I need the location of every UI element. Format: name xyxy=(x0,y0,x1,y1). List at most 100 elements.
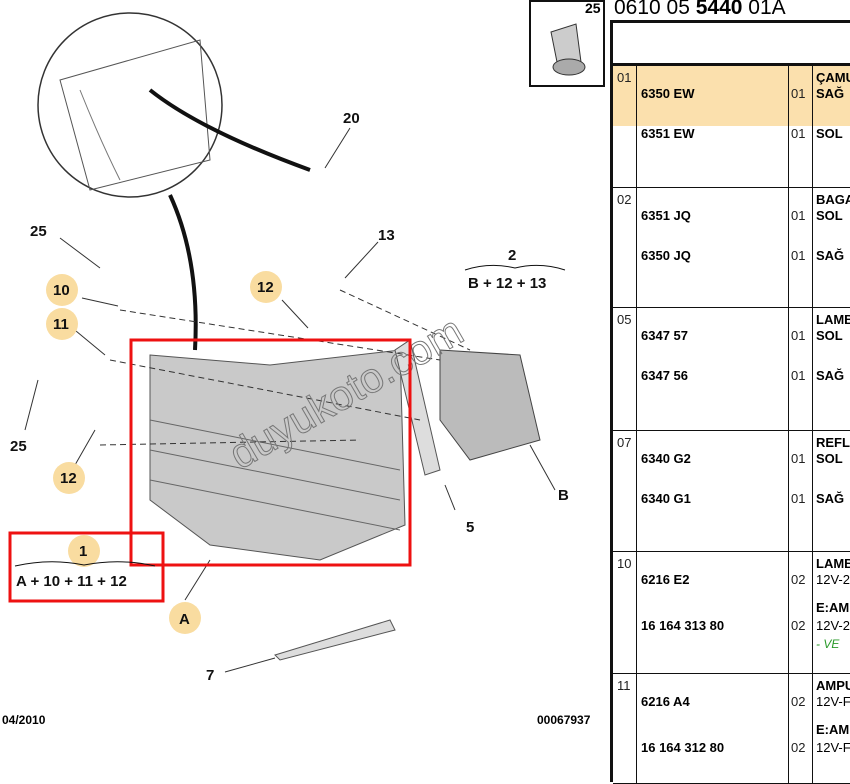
part-line[interactable]: 6216 E2 02 12V-2 xyxy=(613,572,850,592)
exploded-parts-diagram: duyukoto.com 20 25 13 2 B + 12 + 13 10 1… xyxy=(2,12,591,727)
part-line[interactable]: 6347 57 01 SOL xyxy=(613,328,850,348)
part-description: SOL xyxy=(816,208,843,223)
part-line[interactable]: 16 164 312 80 02 12V-F xyxy=(613,740,850,760)
callout-B: B xyxy=(558,487,569,504)
part-reference: 16 164 313 80 xyxy=(641,618,725,633)
quantity: 01 xyxy=(791,368,806,383)
quantity: 01 xyxy=(791,126,806,141)
part-line[interactable]: 6351 JQ 01 SOL xyxy=(613,208,850,228)
callout-1: 1 xyxy=(79,543,87,560)
part-line[interactable]: 6340 G2 01 SOL xyxy=(613,451,850,471)
part-description: SAĞ xyxy=(816,248,845,263)
part-reference: 6347 56 xyxy=(641,368,688,383)
part-reference: 6216 E2 xyxy=(641,572,690,587)
part-reference: 6351 EW xyxy=(641,126,695,141)
group-number: 11 xyxy=(617,678,631,693)
formula-1: A + 10 + 11 + 12 xyxy=(16,573,127,590)
inset-callout: 25 xyxy=(585,0,601,16)
formula-2: B + 12 + 13 xyxy=(468,275,546,292)
group-number: 02 xyxy=(617,192,632,207)
part-line[interactable]: 6340 G1 01 SAĞ xyxy=(613,491,850,511)
group-description: AMPU xyxy=(816,678,850,693)
line-prefix: E:AM xyxy=(816,722,850,737)
quantity: 01 xyxy=(791,208,806,223)
part-line[interactable]: 6216 A4 02 12V-F xyxy=(613,694,850,714)
quantity: 01 xyxy=(791,491,806,506)
group-number: 07 xyxy=(617,435,632,450)
part-line[interactable]: 6350 EW 01 SAĞ xyxy=(613,86,850,106)
callout-7: 7 xyxy=(206,667,214,684)
clip-icon xyxy=(550,23,586,76)
part-description: 12V-2 xyxy=(816,618,850,633)
callout-25: 25 xyxy=(10,438,27,455)
callout-12: 12 xyxy=(60,470,77,487)
part-reference: 6351 JQ xyxy=(641,208,691,223)
part-line[interactable]: 16 164 313 80 02 12V-2 xyxy=(613,618,850,638)
part-description: SAĞ xyxy=(816,86,845,101)
group-description: ÇAMU xyxy=(816,70,850,85)
callout-20: 20 xyxy=(343,110,360,127)
quantity: 02 xyxy=(791,694,806,709)
group-description: REFL xyxy=(816,435,850,450)
callout-2: 2 xyxy=(508,247,516,264)
callout-11: 11 xyxy=(53,316,69,333)
callout-5: 5 xyxy=(466,519,474,536)
quantity: 01 xyxy=(791,328,806,343)
quantity: 01 xyxy=(791,248,806,263)
tags xyxy=(46,271,282,634)
part-reference: 6350 JQ xyxy=(641,248,691,263)
highlight-box-kit xyxy=(8,531,165,603)
part-reference: 6340 G2 xyxy=(641,451,691,466)
part-reference: 6350 EW xyxy=(641,86,695,101)
quantity: 01 xyxy=(791,451,806,466)
callout-12: 12 xyxy=(257,279,274,296)
group-description: LAMB xyxy=(816,312,850,327)
callout-25: 25 xyxy=(30,223,47,240)
part-line[interactable]: 6347 56 01 SAĞ xyxy=(613,368,850,388)
group-description: LAMB xyxy=(816,556,850,571)
leader-lines xyxy=(24,127,556,673)
part-description: 12V-F xyxy=(816,740,850,755)
part-reference: 6216 A4 xyxy=(641,694,690,709)
drawing-number: 00067937 xyxy=(537,713,591,727)
callout-10: 10 xyxy=(53,282,70,299)
callout-13: 13 xyxy=(378,227,395,244)
group-description: BAGA xyxy=(816,192,850,207)
group-number: 10 xyxy=(617,556,632,571)
document-reference: 0610 05 5440 01A xyxy=(614,0,786,19)
part-description: 12V-2 xyxy=(816,572,850,587)
part-description: SOL xyxy=(816,451,843,466)
quantity: 01 xyxy=(791,86,806,101)
part-reference: 6340 G1 xyxy=(641,491,691,506)
part-line[interactable]: 6350 JQ 01 SAĞ xyxy=(613,248,850,268)
line-prefix: E:AM xyxy=(816,600,850,615)
row-highlight xyxy=(613,66,850,126)
quantity: 02 xyxy=(791,740,806,755)
part-description: SAĞ xyxy=(816,491,845,506)
inset-part-25: 25 xyxy=(529,0,605,87)
callout-A: A xyxy=(179,611,190,628)
part-description: SOL xyxy=(816,328,843,343)
part-description: 12V-F xyxy=(816,694,850,709)
quantity: 02 xyxy=(791,618,806,633)
lamp-assembly xyxy=(149,339,541,661)
quantity: 02 xyxy=(791,572,806,587)
part-reference: 16 164 312 80 xyxy=(641,740,725,755)
group-number: 01 xyxy=(617,70,632,85)
note: - VE xyxy=(816,637,840,651)
group-number: 05 xyxy=(617,312,632,327)
table-header xyxy=(613,23,850,66)
part-reference: 6347 57 xyxy=(641,328,688,343)
date-label: 04/2010 xyxy=(2,713,46,727)
part-description: SAĞ xyxy=(816,368,845,383)
highlight-box-lamp xyxy=(129,338,412,567)
detail-inset xyxy=(37,12,311,351)
